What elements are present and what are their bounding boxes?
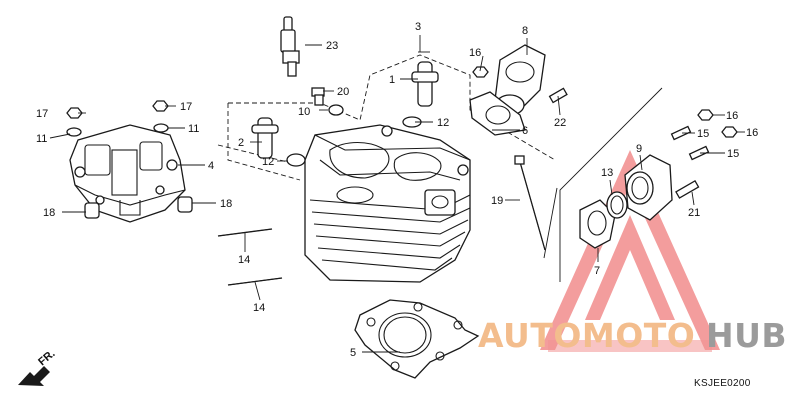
callout-15-right-2: 15 xyxy=(727,148,739,160)
callout-5: 5 xyxy=(350,347,356,359)
callout-2: 2 xyxy=(238,137,244,149)
callout-17-right: 17 xyxy=(180,101,192,113)
watermark-text-hub: HUB xyxy=(706,316,787,355)
bolt-and-washer xyxy=(311,87,344,116)
rocker-arm-holder xyxy=(69,124,186,223)
valve-guides xyxy=(251,61,439,167)
callout-18-right: 18 xyxy=(220,198,232,210)
spark-plug xyxy=(280,16,300,77)
dowel-18-left xyxy=(84,202,100,219)
studs xyxy=(217,228,283,286)
callout-12-top: 12 xyxy=(437,117,449,129)
bolt-22 xyxy=(548,87,568,104)
bolt-21 xyxy=(675,180,700,199)
callout-21: 21 xyxy=(688,207,700,219)
callout-16-right-2: 16 xyxy=(746,127,758,139)
nut-16-r2 xyxy=(721,126,738,138)
callout-19: 19 xyxy=(491,195,503,207)
seal-12-left xyxy=(286,153,306,167)
intake-insulator-group xyxy=(579,109,738,249)
callout-12-left: 12 xyxy=(262,156,274,168)
head-gasket xyxy=(354,299,480,379)
callout-16-right-1: 16 xyxy=(726,110,738,122)
leader-lines xyxy=(49,35,745,353)
callout-20: 20 xyxy=(337,86,349,98)
callout-1: 1 xyxy=(389,74,395,86)
callout-4: 4 xyxy=(208,160,214,172)
o-ring-13 xyxy=(606,191,628,219)
diagram-code: KSJEE0200 xyxy=(694,378,751,389)
front-label: FR. xyxy=(36,348,57,369)
intake-group-boundary xyxy=(543,87,663,282)
watermark-triangle-logo xyxy=(540,150,720,352)
callout-15-right-1: 15 xyxy=(697,128,709,140)
washer-11-right xyxy=(153,123,169,133)
valve-guide-1 xyxy=(417,61,433,107)
callout-9: 9 xyxy=(636,143,642,155)
callout-8: 8 xyxy=(522,25,528,37)
callout-14-top: 14 xyxy=(238,254,250,266)
valve-guide-2 xyxy=(257,117,273,159)
callout-16-top: 16 xyxy=(469,47,481,59)
callout-10: 10 xyxy=(298,106,310,118)
watermark: AUTOMOTO HUB xyxy=(478,150,787,355)
callout-11-right: 11 xyxy=(188,123,199,135)
watermark-text-automoto: AUTOMOTO xyxy=(478,316,695,355)
callouts: 3 23 1 20 10 12 2 12 17 11 17 11 4 18 18… xyxy=(36,21,758,359)
dowel-18-right xyxy=(177,196,193,213)
cylinder-head xyxy=(304,124,471,283)
callout-18-left: 18 xyxy=(43,207,55,219)
washer-11-left xyxy=(66,127,82,137)
callout-3: 3 xyxy=(415,21,421,33)
callout-17-left: 17 xyxy=(36,108,48,120)
callout-23: 23 xyxy=(326,40,338,52)
long-stud xyxy=(514,155,546,251)
front-direction-indicator: FR. xyxy=(18,348,58,386)
callout-13: 13 xyxy=(601,167,613,179)
nut-16-r1 xyxy=(697,109,714,121)
callout-7: 7 xyxy=(594,265,600,277)
callout-11-left: 11 xyxy=(36,133,47,145)
hardware-left xyxy=(66,100,193,219)
callout-22: 22 xyxy=(554,117,566,129)
callout-14-bottom: 14 xyxy=(253,302,265,314)
front-arrow-icon xyxy=(18,366,50,386)
nut-16-top xyxy=(472,66,489,78)
intake-pipe-upper xyxy=(469,44,568,136)
callout-6: 6 xyxy=(522,125,528,137)
